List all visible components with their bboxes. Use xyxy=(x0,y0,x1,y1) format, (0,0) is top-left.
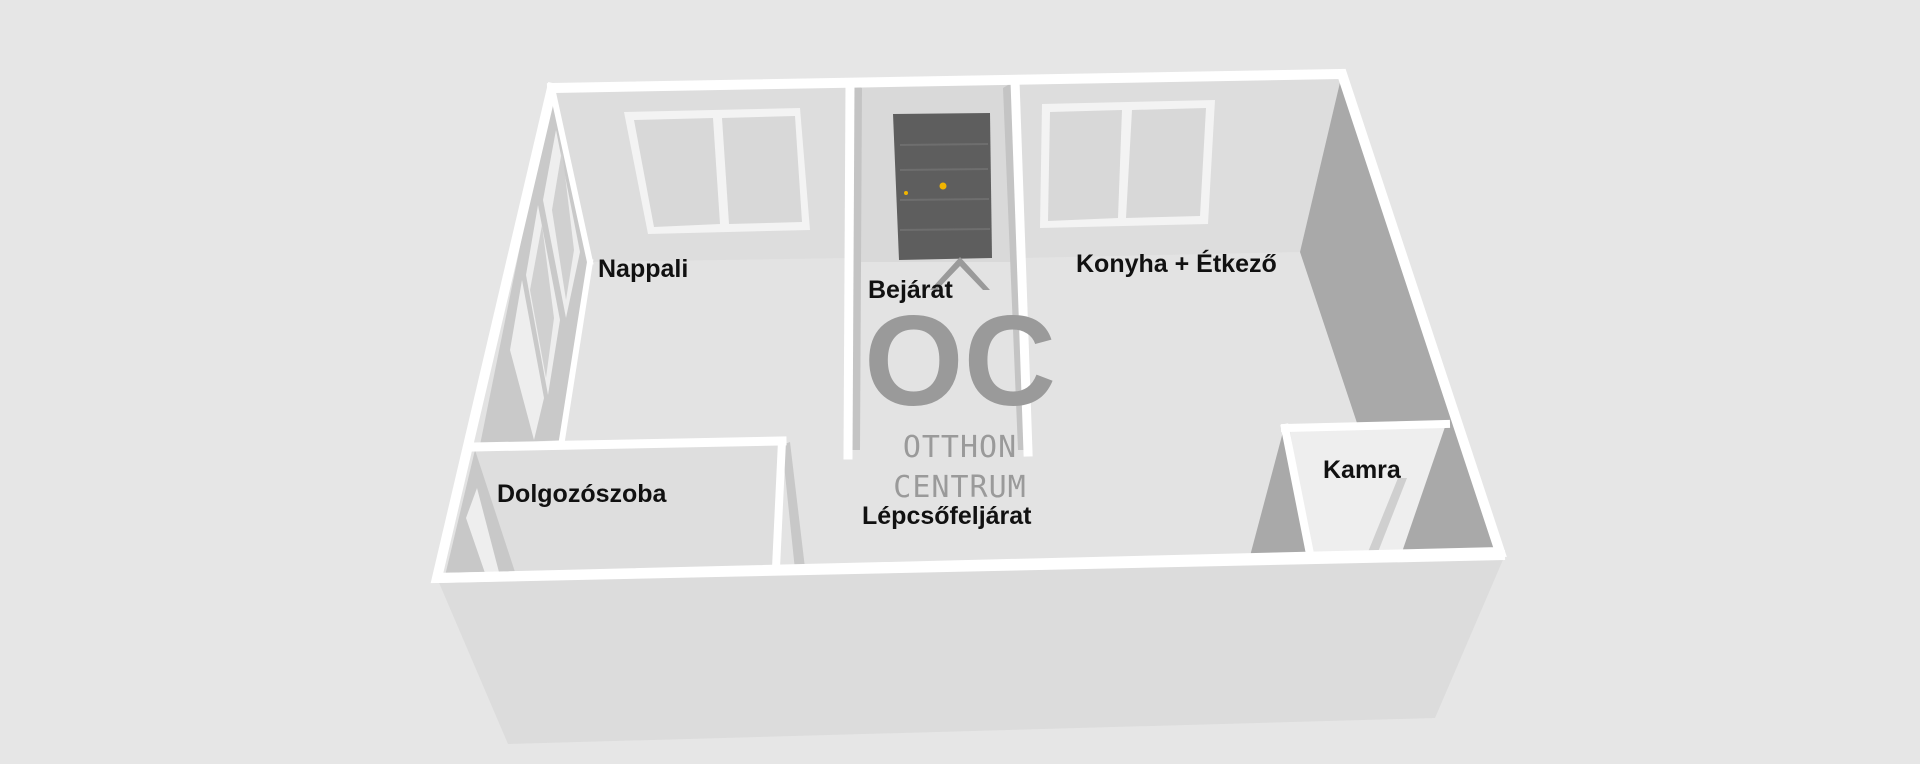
kamra-door-frame xyxy=(1368,478,1407,552)
dolgozo-door-frame xyxy=(782,442,805,570)
room-label-dolgozo: Dolgozószoba xyxy=(497,480,668,508)
window-nappali xyxy=(624,108,810,234)
window-dolgozo xyxy=(466,488,500,576)
watermark-line2: CENTRUM xyxy=(893,470,1026,505)
window-left-wall xyxy=(510,130,580,440)
door-knob xyxy=(939,182,947,190)
room-label-lepcso: Lépcsőfeljárat xyxy=(862,502,1032,530)
room-label-bejarat: Bejárat xyxy=(868,276,953,304)
window-konyha xyxy=(1040,100,1215,228)
kamra-back-wall xyxy=(1290,424,1446,554)
right-wall-shadow xyxy=(1300,74,1497,552)
watermark-logo: OC OTTHON CENTRUM xyxy=(864,257,1056,505)
kamra-left-wall xyxy=(1250,428,1306,556)
dolgozo-back-wall xyxy=(445,442,780,576)
entrance-door xyxy=(893,113,992,260)
room-label-nappali: Nappali xyxy=(598,255,688,283)
front-wall xyxy=(437,555,1505,744)
front-wall-top xyxy=(436,550,1506,583)
watermark-monogram: OC xyxy=(864,290,1056,433)
room-label-konyha: Konyha + Étkező xyxy=(1076,249,1277,278)
room-label-kamra: Kamra xyxy=(1323,456,1402,484)
roof-chevron-icon xyxy=(930,257,990,290)
watermark-line1: OTTHON xyxy=(903,430,1017,465)
